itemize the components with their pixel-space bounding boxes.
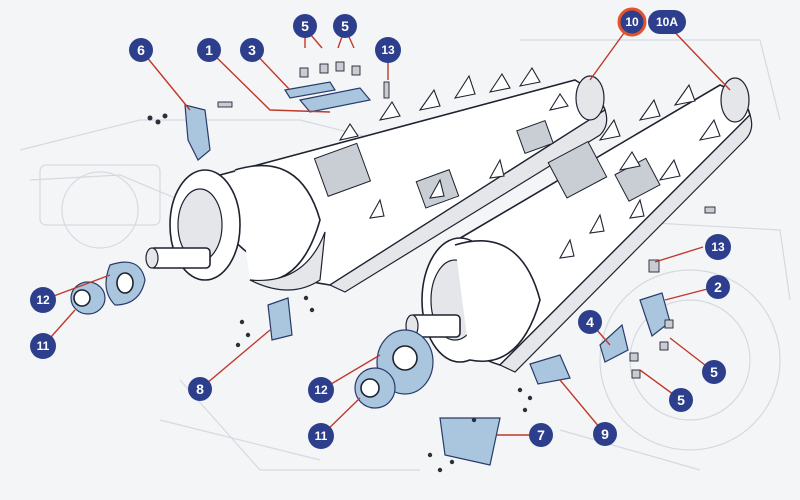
background-machine-sketch — [19, 39, 791, 471]
part-7-knife — [439, 417, 501, 466]
part-11-bearing-lower — [354, 367, 396, 409]
part-11-bearing-upper — [70, 281, 106, 315]
callout-13b: 13 — [705, 234, 731, 260]
callout-12a-label: 12 — [36, 293, 50, 307]
callout-9-label: 9 — [601, 426, 609, 442]
part-4-knife — [599, 323, 629, 363]
callout-5c: 5 — [702, 360, 726, 384]
callout-3: 3 — [240, 38, 264, 62]
callout-12b-label: 12 — [314, 383, 328, 397]
callout-12b: 12 — [308, 377, 334, 403]
callout-10: 10 — [617, 7, 647, 37]
callout-7: 7 — [529, 423, 553, 447]
part-9-plate — [529, 354, 571, 385]
callout-11b-label: 11 — [315, 429, 328, 443]
callout-2: 2 — [706, 275, 730, 299]
callout-11b: 11 — [308, 423, 334, 449]
callout-1: 1 — [197, 38, 221, 62]
callout-13a: 13 — [375, 37, 401, 63]
hardware-nuts — [147, 113, 533, 473]
callout-5b-label: 5 — [341, 18, 349, 34]
callout-5c-label: 5 — [710, 364, 718, 380]
callout-10-label: 10 — [625, 15, 639, 29]
callout-5a-label: 5 — [301, 18, 309, 34]
upper-rotor — [145, 75, 608, 293]
callout-8-label: 8 — [196, 381, 204, 397]
callout-11a-label: 11 — [37, 339, 50, 353]
callout-1-label: 1 — [205, 42, 213, 58]
part-8-plate — [267, 297, 293, 341]
callout-13a-label: 13 — [381, 43, 395, 57]
callout-10a-label: 10A — [656, 15, 678, 29]
callout-5d: 5 — [669, 388, 693, 412]
callout-4-label: 4 — [586, 314, 594, 330]
callout-6: 6 — [129, 38, 153, 62]
callout-5d-label: 5 — [677, 392, 685, 408]
callout-6-label: 6 — [137, 42, 145, 58]
callout-11a: 11 — [30, 333, 56, 359]
callout-4: 4 — [578, 310, 602, 334]
part-12-flange-upper — [105, 261, 146, 306]
part-3-plate — [284, 81, 336, 99]
lower-rotor-teeth — [558, 83, 721, 259]
callout-8: 8 — [188, 377, 212, 401]
callout-5a: 5 — [293, 14, 317, 38]
part-6-knife — [184, 104, 211, 161]
callout-7-label: 7 — [537, 427, 545, 443]
callout-12a: 12 — [30, 287, 56, 313]
part-1-tooth-bar — [298, 87, 372, 113]
callout-10a: 10A — [648, 10, 686, 34]
hardware-bolts — [217, 61, 716, 379]
callout-5b: 5 — [333, 14, 357, 38]
callout-9: 9 — [593, 422, 617, 446]
callout-3-label: 3 — [248, 42, 256, 58]
callout-2-label: 2 — [714, 279, 722, 295]
upper-rotor-teeth — [338, 66, 569, 219]
callout-13b-label: 13 — [711, 240, 725, 254]
